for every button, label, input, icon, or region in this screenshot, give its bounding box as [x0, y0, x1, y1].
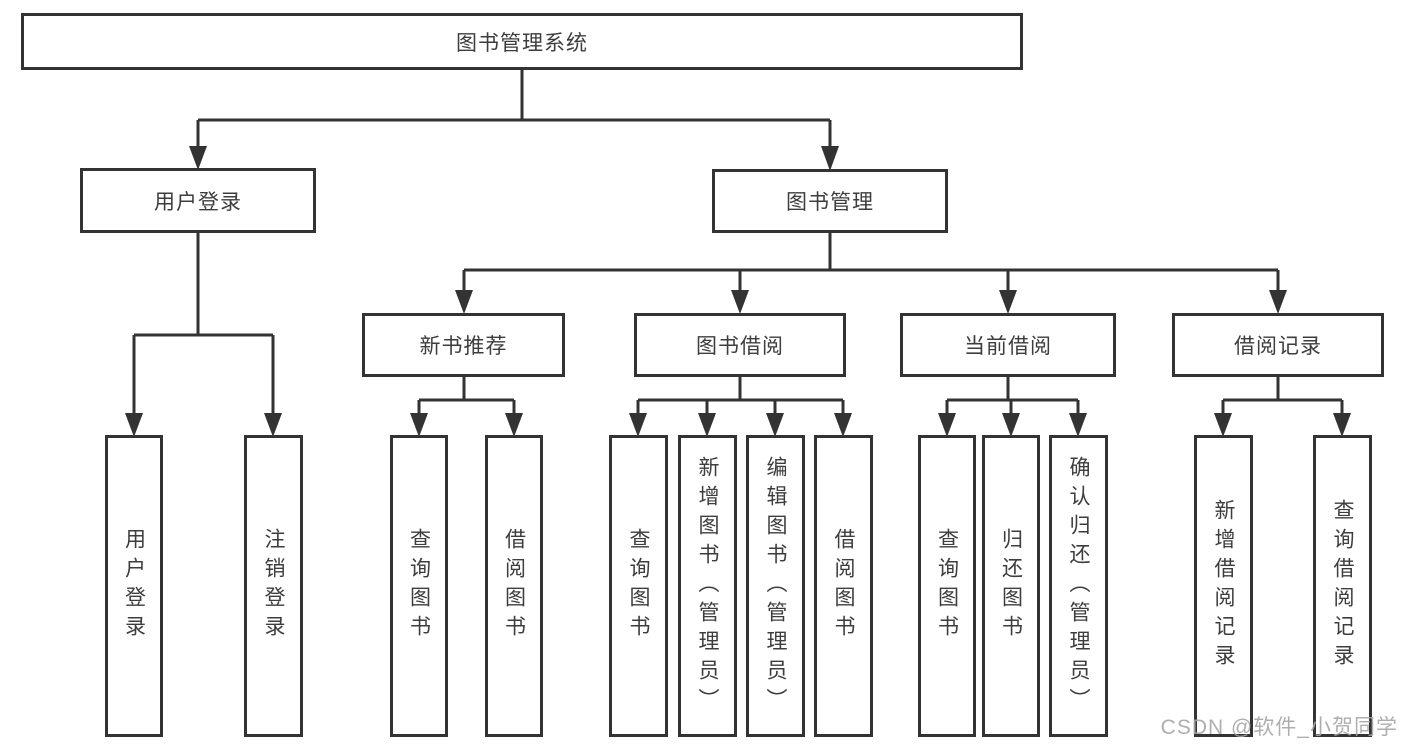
leaf-add-book-admin: 新增图书（管理员）	[678, 435, 737, 737]
leaf-add-book-admin-label: 新增图书（管理员）	[696, 455, 719, 717]
leaf-return-books: 归还图书	[982, 435, 1040, 737]
node-book-management: 图书管理	[712, 169, 948, 233]
node-current-borrow-label: 当前借阅	[964, 335, 1052, 358]
node-book-borrow: 图书借阅	[634, 313, 846, 377]
leaf-query-books-2-label: 查询图书	[627, 528, 650, 644]
leaf-confirm-return-admin: 确认归还（管理员）	[1049, 435, 1108, 737]
node-user-login-label: 用户登录	[154, 190, 242, 214]
leaf-borrow-books-2-label: 借阅图书	[832, 528, 855, 644]
node-borrow-records: 借阅记录	[1172, 313, 1384, 377]
leaf-logout: 注销登录	[244, 435, 303, 737]
node-new-book-recommend-label: 新书推荐	[419, 335, 508, 358]
leaf-add-borrow-record-label: 新增借阅记录	[1212, 499, 1235, 673]
leaf-query-books-3: 查询图书	[918, 435, 976, 737]
leaf-query-books-1-label: 查询图书	[407, 528, 431, 644]
leaf-confirm-return-admin-label: 确认归还（管理员）	[1067, 455, 1090, 717]
leaf-add-borrow-record: 新增借阅记录	[1194, 435, 1253, 737]
leaf-query-books-1: 查询图书	[390, 435, 448, 737]
leaf-logout-label: 注销登录	[262, 528, 285, 644]
leaf-borrow-books-2: 借阅图书	[814, 435, 873, 737]
leaf-edit-book-admin-label: 编辑图书（管理员）	[764, 455, 787, 717]
leaf-user-login-label: 用户登录	[122, 528, 146, 644]
leaf-query-borrow-record: 查询借阅记录	[1313, 435, 1372, 737]
node-book-management-label: 图书管理	[786, 191, 874, 214]
node-root: 图书管理系统	[21, 13, 1023, 70]
node-book-borrow-label: 图书借阅	[696, 335, 784, 358]
leaf-return-books-label: 归还图书	[999, 528, 1023, 644]
leaf-edit-book-admin: 编辑图书（管理员）	[746, 435, 805, 737]
node-user-login: 用户登录	[80, 168, 316, 233]
node-current-borrow: 当前借阅	[900, 313, 1116, 377]
leaf-borrow-books-1: 借阅图书	[485, 435, 543, 737]
leaf-query-borrow-record-label: 查询借阅记录	[1331, 499, 1354, 673]
watermark: CSDN @软件_小贺同学	[1160, 716, 1398, 739]
leaf-borrow-books-1-label: 借阅图书	[502, 528, 526, 644]
leaf-query-books-3-label: 查询图书	[935, 528, 959, 644]
leaf-query-books-2: 查询图书	[609, 435, 668, 737]
node-borrow-records-label: 借阅记录	[1234, 335, 1322, 358]
node-new-book-recommend: 新书推荐	[362, 313, 565, 377]
leaf-user-login: 用户登录	[105, 435, 163, 737]
node-root-label: 图书管理系统	[456, 31, 588, 55]
